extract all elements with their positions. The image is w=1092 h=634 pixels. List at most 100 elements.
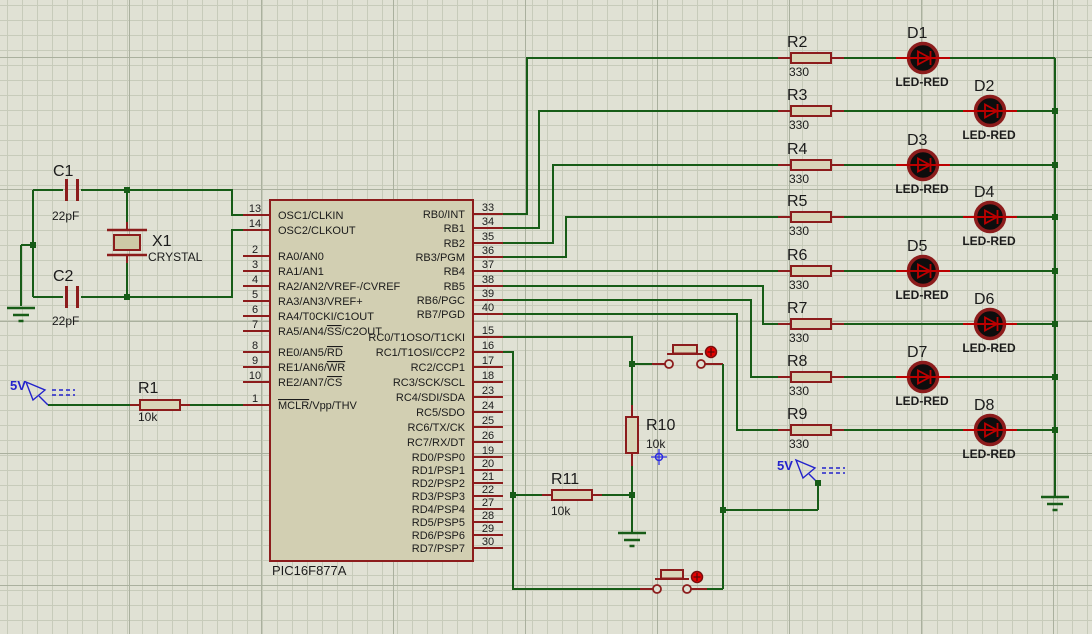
crystal-x1[interactable] <box>107 228 147 257</box>
pin-number: 4 <box>252 274 258 286</box>
pin-label: RC5/SDO <box>416 407 465 419</box>
resistor-ref: R5 <box>787 193 808 210</box>
resistor-r7[interactable] <box>790 318 832 330</box>
pin-label: RB6/PGC <box>417 295 465 307</box>
button-terminal[interactable] <box>682 584 692 594</box>
pin-label: RC4/SDI/SDA <box>396 392 466 404</box>
junction-dot <box>30 242 36 248</box>
pin-label: RA5/AN4/SS/C2OUT <box>278 326 382 338</box>
led-d3[interactable] <box>896 148 950 182</box>
pin-label: RD0/PSP0 <box>412 452 465 464</box>
pin-number: 18 <box>482 370 494 382</box>
net-wire[interactable] <box>503 285 778 325</box>
ground-symbol-left[interactable] <box>7 306 35 323</box>
origin-marker-icon <box>651 449 667 465</box>
button-terminal[interactable] <box>696 359 706 369</box>
power-flag-5v-left[interactable] <box>24 380 75 406</box>
pin-label: RA1/AN1 <box>278 266 324 278</box>
net-wire[interactable] <box>127 189 243 216</box>
resistor-value: 10k <box>646 437 666 451</box>
pin-label: RB3/PGM <box>415 252 465 264</box>
push-button-bottom[interactable] <box>652 569 704 594</box>
resistor-r11[interactable] <box>551 489 593 501</box>
pin-number: 36 <box>482 245 494 257</box>
ground-symbol-right[interactable] <box>1041 495 1069 512</box>
button-terminal[interactable] <box>652 584 662 594</box>
pin-number: 6 <box>252 304 258 316</box>
resistor-r6[interactable] <box>790 265 832 277</box>
capacitor-c1[interactable] <box>65 179 79 201</box>
resistor-r1[interactable] <box>139 399 181 411</box>
led-d8[interactable] <box>963 413 1017 447</box>
diode-triangle-icon <box>984 102 999 120</box>
resistor-ref: R9 <box>787 406 808 423</box>
button-terminal[interactable] <box>664 359 674 369</box>
net-wire[interactable] <box>503 110 778 229</box>
crystal-value: CRYSTAL <box>148 250 203 264</box>
resistor-value: 330 <box>789 118 809 132</box>
resistor-r8[interactable] <box>790 371 832 383</box>
resistor-r2[interactable] <box>790 52 832 64</box>
pin-number: 28 <box>482 510 494 522</box>
net-wire[interactable] <box>503 164 778 244</box>
net-wire[interactable] <box>503 216 778 258</box>
resistor-value: 330 <box>789 278 809 292</box>
led-d7[interactable] <box>896 360 950 394</box>
pin-number: 15 <box>482 325 494 337</box>
led-ref: D7 <box>907 344 928 361</box>
resistor-r10[interactable] <box>625 416 639 454</box>
pin-number: 16 <box>482 340 494 352</box>
chip-pic16f877a[interactable] <box>269 199 474 562</box>
pin-label-part: RA5/AN4/ <box>278 326 328 338</box>
resistor-ref: R3 <box>787 87 808 104</box>
led-d4[interactable] <box>963 200 1017 234</box>
led-ref: D6 <box>974 291 995 308</box>
pin-number: 19 <box>482 445 494 457</box>
button-plunger <box>660 569 684 580</box>
resistor-r4[interactable] <box>790 159 832 171</box>
resistor-value: 330 <box>789 437 809 451</box>
resistor-r9[interactable] <box>790 424 832 436</box>
power-flag-5v-right[interactable] <box>794 458 845 484</box>
led-d5[interactable] <box>896 254 950 288</box>
pin-label: OSC2/CLKOUT <box>278 225 356 237</box>
crystal-ref: X1 <box>152 233 172 250</box>
pin-label: RC3/SCK/SCL <box>393 377 465 389</box>
resistor-ref: R1 <box>138 380 159 397</box>
net-wire[interactable] <box>503 351 640 590</box>
pin-number: 13 <box>249 203 261 215</box>
pin-number: 34 <box>482 216 494 228</box>
capacitor-c2[interactable] <box>65 286 79 308</box>
ground-symbol-middle[interactable] <box>618 531 646 548</box>
resistor-value: 330 <box>789 331 809 345</box>
pin-label: RD1/PSP1 <box>412 465 465 477</box>
net-wire[interactable] <box>503 313 778 431</box>
net-wire[interactable] <box>127 229 243 298</box>
led-type: LED-RED <box>962 128 1016 142</box>
diode-triangle-icon <box>917 368 932 386</box>
resistor-ref: R8 <box>787 353 808 370</box>
net-wire[interactable] <box>503 57 778 215</box>
resistor-ref: R2 <box>787 34 808 51</box>
cap-value: 22pF <box>52 314 79 328</box>
pin-label-part: MCLR <box>278 400 309 412</box>
led-d1[interactable] <box>896 41 950 75</box>
resistor-value: 10k <box>138 410 158 424</box>
net-wire[interactable] <box>503 336 633 405</box>
resistor-value: 330 <box>789 384 809 398</box>
led-d2[interactable] <box>963 94 1017 128</box>
pin-number: 23 <box>482 385 494 397</box>
cap-ref: C2 <box>53 268 74 285</box>
pin-label: RD7/PSP7 <box>412 543 465 555</box>
led-ref: D4 <box>974 184 995 201</box>
pin-number: 8 <box>252 340 258 352</box>
led-d6[interactable] <box>963 307 1017 341</box>
resistor-value: 330 <box>789 65 809 79</box>
led-type: LED-RED <box>895 75 949 89</box>
pin-label: RD3/PSP3 <box>412 491 465 503</box>
resistor-r3[interactable] <box>790 105 832 117</box>
resistor-r5[interactable] <box>790 211 832 223</box>
net-wire[interactable] <box>503 299 778 378</box>
pin-label: RC2/CCP1 <box>411 362 465 374</box>
